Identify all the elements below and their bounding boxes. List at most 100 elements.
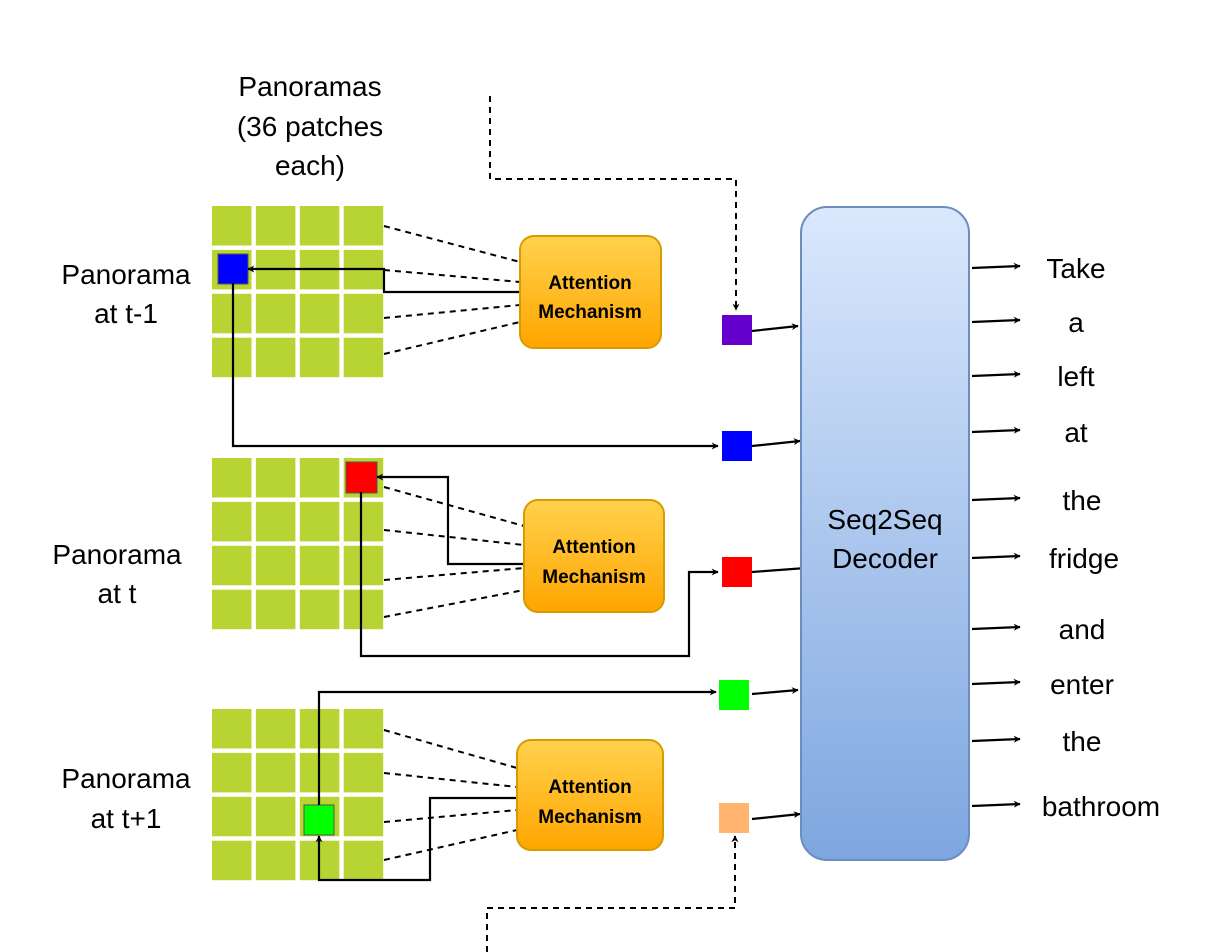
attention-box-3 (516, 739, 664, 851)
decoder-label-line-2: Decoder (832, 543, 938, 574)
panorama-patch (212, 458, 252, 498)
panorama-patch (212, 796, 252, 837)
panorama-patch (212, 206, 252, 246)
panoramas-title-line-3: each) (275, 150, 345, 181)
input-to-decoder-arrow-1 (751, 323, 799, 333)
output-arrow (971, 262, 1021, 270)
output-word: a (1068, 307, 1084, 338)
seq2seq-decoder: Seq2Seq Decoder (800, 206, 970, 861)
panorama-label-t-line-1: Panorama (52, 539, 182, 570)
panorama-patch (212, 337, 252, 378)
panorama-grid-t-plus-1 (212, 709, 384, 881)
input-to-decoder-arrow-5 (751, 811, 801, 821)
panorama-grid-t (212, 458, 384, 630)
attention-mechanism-2: Attention Mechanism (523, 499, 665, 613)
panoramas-title-line-1: Panoramas (238, 71, 381, 102)
panorama-patch (343, 545, 384, 586)
panorama-grid-t-minus-1 (212, 206, 384, 378)
panorama-patch (299, 206, 340, 246)
output-arrow (971, 370, 1021, 378)
panorama-patch (255, 840, 296, 881)
attention-label-2-line-1: Attention (552, 537, 635, 558)
panorama-patch (343, 501, 384, 542)
panorama-patch (299, 337, 340, 378)
panoramas-title-line-2: (36 patches (237, 111, 383, 142)
panorama-patch (212, 752, 252, 793)
panorama-patch (255, 337, 296, 378)
output-arrow (971, 552, 1021, 560)
attention-box-2 (523, 499, 665, 613)
panorama-patch (343, 293, 384, 334)
decoder-label-line-1: Seq2Seq (827, 504, 942, 535)
attention-box-1 (519, 235, 662, 349)
panorama-patch (343, 337, 384, 378)
panorama-patch (299, 458, 340, 498)
panorama-patch (255, 501, 296, 542)
output-arrow (971, 494, 1021, 502)
attention-label-1-line-2: Mechanism (538, 302, 641, 323)
panorama-patch (343, 796, 384, 837)
panorama-patch (255, 545, 296, 586)
patch-to-decoder-input-line-t (359, 492, 719, 658)
panorama-patch (255, 709, 296, 749)
panorama-patch (255, 458, 296, 498)
panorama-label-t-line-2: at t (98, 578, 137, 609)
input-to-decoder-arrow-4 (751, 687, 799, 696)
panorama-patch (299, 545, 340, 586)
input-to-decoder-arrow-2 (751, 438, 801, 448)
attention-to-patch-arrow-t-minus-1 (247, 265, 520, 294)
panorama-label-t-minus-1-line-1: Panorama (61, 259, 191, 290)
input-to-decoder-arrow-3 (751, 564, 807, 574)
panorama-patch (299, 501, 340, 542)
attention-label-1-line-1: Attention (548, 273, 631, 294)
feedback-dashed-lines (486, 96, 740, 952)
decoder-box (800, 206, 970, 861)
output-word: bathroom (1042, 791, 1160, 822)
decoder-input-square (719, 680, 749, 710)
attention-label-2-line-2: Mechanism (542, 567, 645, 588)
output-arrow (971, 800, 1021, 808)
patch-to-decoder-input-line-t-minus-1 (231, 283, 719, 450)
attention-to-patch-arrow-t-plus-1 (315, 796, 517, 882)
output-word: the (1063, 485, 1102, 516)
panorama-patch (343, 840, 384, 881)
attended-patch (303, 804, 335, 836)
decoder-input-square (722, 557, 752, 587)
output-arrow (971, 678, 1021, 686)
panorama-patch (212, 545, 252, 586)
decoder-input-square (719, 803, 749, 833)
attention-mechanism-1: Attention Mechanism (519, 235, 662, 349)
panorama-patch (212, 501, 252, 542)
panorama-patch (299, 293, 340, 334)
panorama-patch (255, 206, 296, 246)
attention-dashed-links (383, 225, 525, 861)
panorama-patch (212, 840, 252, 881)
attention-mechanism-3: Attention Mechanism (516, 739, 664, 851)
panorama-patch (343, 709, 384, 749)
output-word: at (1064, 417, 1088, 448)
decoder-input-square (722, 431, 752, 461)
panorama-patch (255, 589, 296, 630)
panorama-patch (212, 293, 252, 334)
patch-to-decoder-input-line-t-plus-1 (317, 688, 717, 805)
panorama-patch (299, 589, 340, 630)
panorama-label-t-plus-1-line-2: at t+1 (91, 803, 162, 834)
output-arrow (971, 426, 1021, 434)
panorama-patch (212, 709, 252, 749)
panorama-patch (255, 796, 296, 837)
panorama-patch (255, 293, 296, 334)
panorama-patch (343, 589, 384, 630)
output-word: and (1059, 614, 1106, 645)
output-arrow (971, 735, 1021, 743)
attended-patch (217, 253, 249, 285)
output-arrow (971, 316, 1021, 324)
attention-label-3-line-2: Mechanism (538, 807, 641, 828)
panorama-patch (255, 752, 296, 793)
output-word: fridge (1049, 543, 1119, 574)
output-word: the (1063, 726, 1102, 757)
output-arrow (971, 623, 1021, 631)
panorama-patch (212, 589, 252, 630)
panorama-patch (343, 752, 384, 793)
